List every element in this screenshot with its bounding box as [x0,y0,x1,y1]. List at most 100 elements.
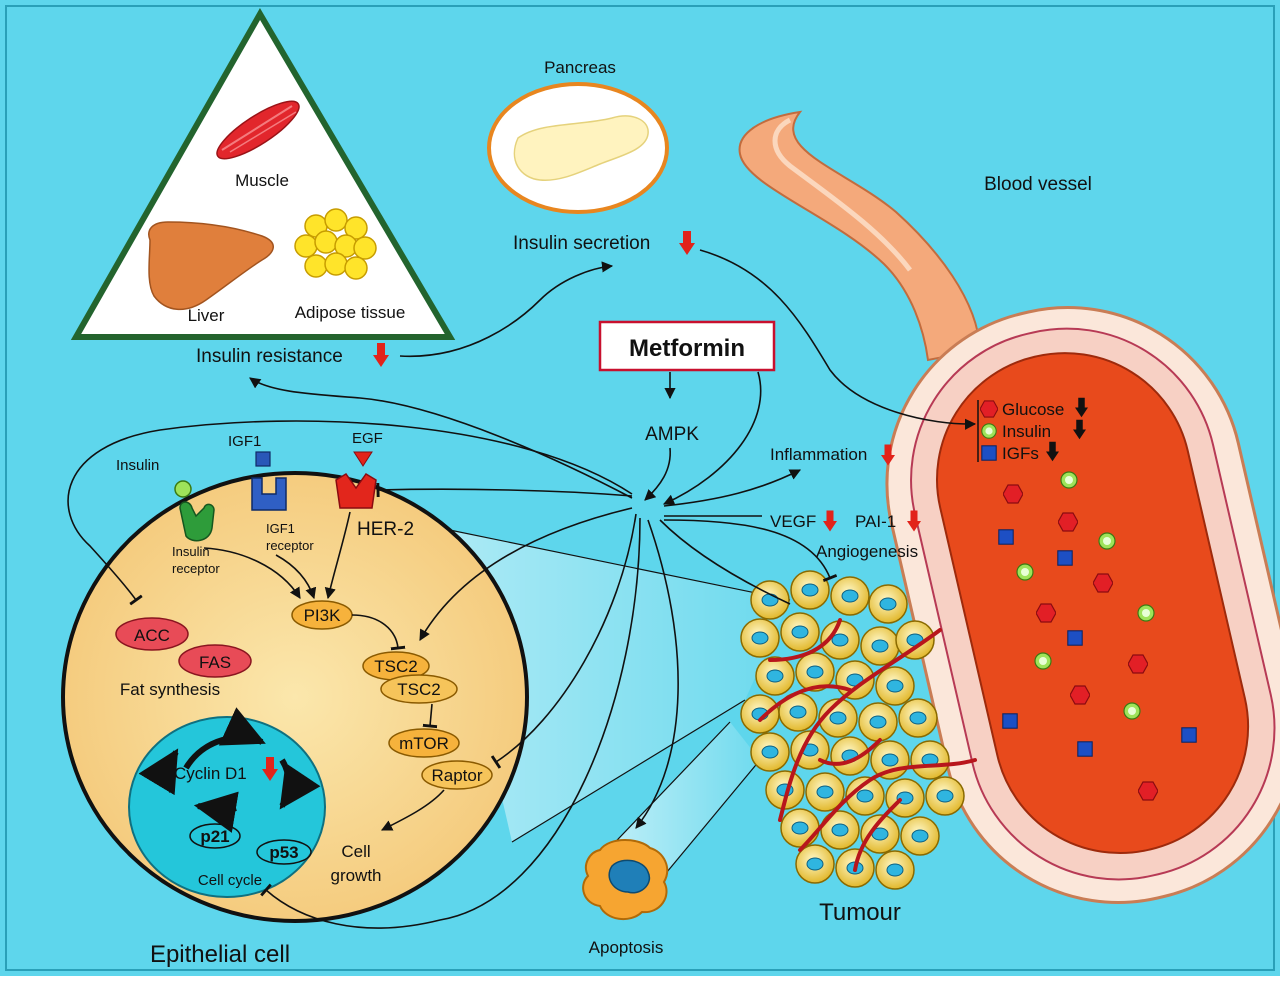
zoom-line-top [439,527,791,601]
pi3k-label: PI3K [304,606,342,625]
igf1-ligand-icon [255,451,271,467]
apoptotic-nucleus [608,859,651,894]
tumour-cell-nucleus [791,625,809,639]
insulin-resistance-label: Insulin resistance [196,346,343,367]
glucose-icon [1003,484,1023,504]
inhibit-pi3k-tsc2 [351,614,406,651]
arrow-ampk-to-hub [644,447,671,501]
metformin-box [598,320,776,372]
arrow-igf1-receptor-to-pi3k [275,554,317,600]
egf-ligand-icon [353,451,373,467]
insulin-ball-icon [1098,532,1116,550]
arrow-raptor-to-growth [380,789,445,831]
insulin-receptor-label-2: receptor [172,561,220,576]
inhibit-tsc2-mtor [422,703,438,729]
legend-insulin: Insulin [1002,422,1051,441]
insulin-secretion-label: Insulin secretion [513,233,650,254]
inhibit-acc [67,420,633,606]
tumour-cell-nucleus [841,589,859,603]
tumour-cell-nucleus [909,711,927,725]
tumour-cell-nucleus [881,753,899,767]
muscle-label: Muscle [235,171,289,190]
insulin-ligand-label: Insulin [116,457,159,474]
tumour-cell-nucleus [831,633,849,647]
p53-label: p53 [269,843,298,862]
cycle-arrow-right [279,758,321,810]
fat-synthesis-label: Fat synthesis [120,680,220,699]
capillary [778,628,942,822]
inhibit-her2 [376,482,633,498]
pathway-arrows [67,249,977,929]
insulin-ball-icon [1137,604,1155,622]
acc-label: ACC [134,626,170,645]
glucose-icon [1058,512,1078,532]
arrow-insulin-receptor-to-pi3k [203,547,301,599]
tumour-capillaries [758,618,977,872]
insulin-ball-icon [1016,563,1034,581]
inflammation-label: Inflammation [770,445,867,464]
frame-border [5,5,1275,971]
tumour-cell-nucleus [886,863,904,877]
liver-label: Liver [188,306,225,325]
p21-label: p21 [200,827,229,846]
arrow-ampk-to-resistance [249,377,633,499]
arrow-hub-to-tsc2 [419,507,633,641]
inhibit-cell-cycle [260,517,641,929]
insulin-receptor-label-1: Insulin [172,544,210,559]
insulin-receptor-icon [179,501,215,542]
glucose-icon [1093,573,1113,593]
igf1-receptor-icon [251,477,287,511]
igf-square-icon [1067,630,1083,646]
capillary [798,758,977,852]
tumour-cell-nucleus [816,785,834,799]
zoom-line-bottom [511,699,746,843]
arrow-her2-to-pi3k [324,511,351,600]
tumour-cell-nucleus [911,829,929,843]
igf-square-icon [1181,727,1197,743]
vegf-label: VEGF [770,512,816,531]
zoom-line-apoptosis-bottom [651,759,761,891]
blood-vessel-title: Blood vessel [984,174,1092,195]
pancreas-illustration [513,115,649,181]
igf1-ligand-label: IGF1 [228,433,261,450]
vessel-highlight [772,117,912,272]
tsc2-node-b [380,674,458,704]
insulin-ball-icon [1034,652,1052,670]
capillary [768,618,842,662]
igf-square-icon [1002,713,1018,729]
tumour-cell-nucleus [856,789,874,803]
zoom-beam-cell [440,528,790,842]
tumour-cell-nucleus [806,857,824,871]
tsc2-a-label: TSC2 [374,657,417,676]
tumour-cell-nucleus [789,705,807,719]
her2-label: HER-2 [357,519,414,540]
line-hub-to-tumour [659,519,791,605]
cell-growth-label-1: Cell [341,842,370,861]
inhibit-tumour-angiogenesis [663,519,838,583]
zoom-line-apoptosis-top [599,721,731,859]
mtor-node [388,728,460,758]
tumour-cell-nucleus [806,665,824,679]
tumour-cell-nucleus [766,669,784,683]
adipose-illustration [294,208,377,280]
inhibit-raptor [490,513,637,769]
metformin-label: Metformin [629,335,745,362]
raptor-node [421,760,493,790]
insulin-ball-icon [981,423,997,439]
arrow-hub-to-inflammation [663,469,802,507]
cycle-arrow-top [183,707,266,770]
pancreas-title: Pancreas [544,58,616,77]
raptor-label: Raptor [431,766,482,785]
pai1-label: PAI-1 [855,512,896,531]
capillary [758,684,852,722]
tumour-cell-nucleus [879,597,897,611]
igf-square-icon [1057,550,1073,566]
tumour-cell-nucleus [791,821,809,835]
cyclin-d1-label: Cyclin D1 [174,764,247,783]
legend-glucose: Glucose [1002,400,1064,419]
cycle-arrow-left [138,748,179,796]
arrow-secretion-to-vessel [699,249,977,430]
epithelial-cell-title: Epithelial cell [150,941,290,968]
